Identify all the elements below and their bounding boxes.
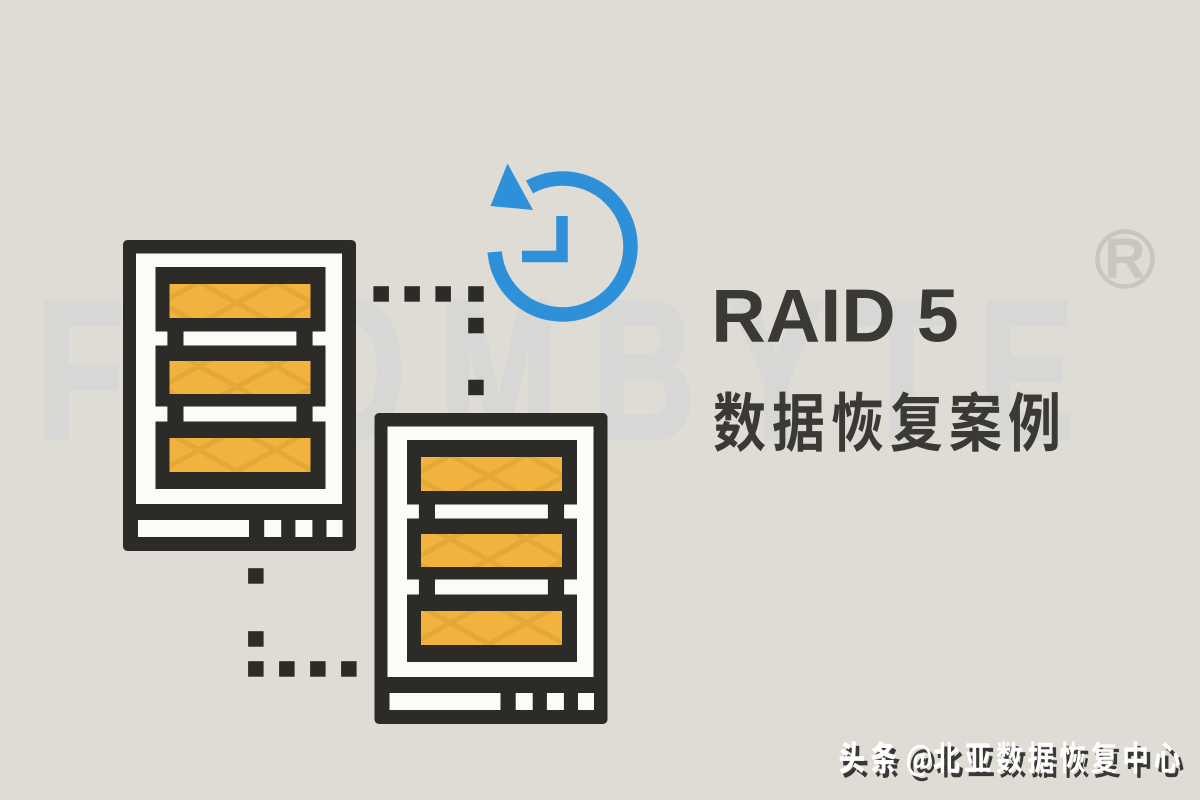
svg-text:RAID 5: RAID 5 xyxy=(711,274,959,358)
svg-text:R: R xyxy=(1104,227,1145,291)
